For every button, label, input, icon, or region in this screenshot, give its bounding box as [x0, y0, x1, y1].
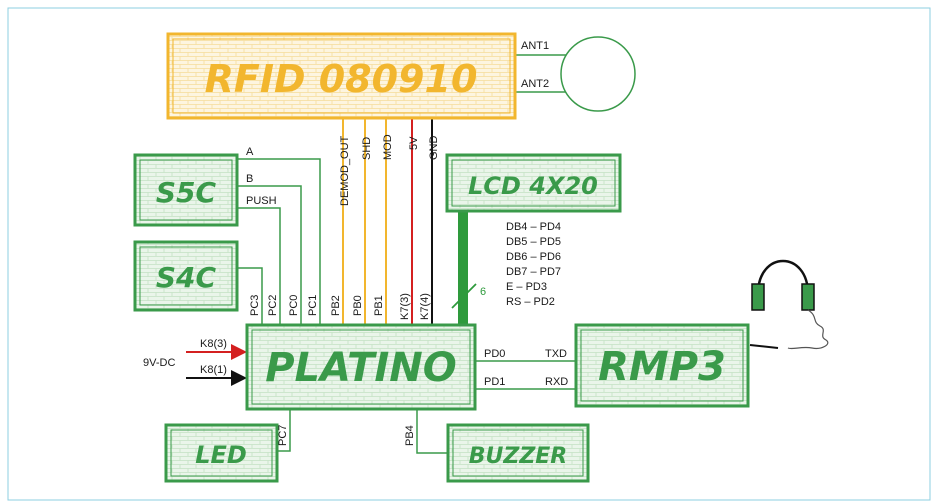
rfid-block: RFID 080910 [166, 32, 517, 120]
buzzer-block: BUZZER [446, 423, 590, 483]
rmp3-title: RMP3 [598, 344, 726, 390]
s5c-block: S5C [133, 153, 239, 227]
signal-mod: MOD [382, 134, 394, 160]
port-pc7: PC7 [277, 425, 289, 446]
signal-gnd: GND [428, 136, 440, 161]
uart-rxd: RXD [545, 376, 568, 388]
signal-shd: SHD [361, 137, 373, 160]
headphones-icon [749, 259, 829, 350]
port-pb2: PB2 [330, 295, 342, 316]
port-pc3: PC3 [249, 295, 261, 316]
outer-border [7, 7, 931, 501]
port-pb4: PB4 [404, 425, 416, 446]
uart-txd: TXD [545, 348, 567, 360]
rfid-title: RFID 080910 [205, 57, 478, 101]
lcd-map-db5: DB5 – PD5 [506, 236, 561, 248]
s5c-signal-push: PUSH [246, 195, 277, 207]
wire-led [277, 409, 291, 452]
buzzer-title: BUZZER [469, 444, 568, 469]
lcd-map-db6: DB6 – PD6 [506, 251, 561, 263]
wire-s5c-a [237, 158, 321, 325]
lcd-map-db7: DB7 – PD7 [506, 266, 561, 278]
lcd-map-rs: RS – PD2 [506, 296, 555, 308]
antenna-loop [560, 36, 636, 112]
led-block: LED [164, 423, 279, 483]
power-k8-1-label: K8(1) [200, 364, 227, 376]
lcd-title: LCD 4X20 [468, 172, 598, 200]
uart-pd0: PD0 [484, 348, 505, 360]
wire-s5c-push [237, 207, 281, 325]
led-title: LED [195, 441, 247, 469]
lcd-bus [458, 210, 468, 326]
platino-title: PLATINO [265, 345, 457, 391]
bus-slash [451, 283, 477, 309]
power-k8-3-label: K8(3) [200, 338, 227, 350]
wire-buzzer [416, 409, 448, 454]
ant2-label: ANT2 [521, 78, 549, 90]
s4c-title: S4C [156, 261, 217, 294]
port-pb1: PB1 [373, 295, 385, 316]
lcd-map-db4: DB4 – PD4 [506, 221, 561, 233]
lcd-map-e: E – PD3 [506, 281, 547, 293]
port-pc0: PC0 [288, 295, 300, 316]
s5c-title: S5C [156, 176, 217, 209]
lcd-block: LCD 4X20 [445, 153, 622, 213]
port-pb0: PB0 [352, 295, 364, 316]
wires [186, 54, 576, 454]
signal-demod-out: DEMOD_OUT [339, 135, 351, 206]
s5c-signal-b: B [246, 173, 253, 185]
port-k7-4: K7(4) [419, 293, 431, 320]
power-9vdc-label: 9V-DC [143, 357, 175, 369]
s5c-signal-a: A [246, 146, 254, 158]
port-pc2: PC2 [267, 295, 279, 316]
ant1-label: ANT1 [521, 40, 549, 52]
platino-block: PLATINO [245, 323, 477, 411]
signal-5v: 5V [408, 136, 420, 150]
uart-pd1: PD1 [484, 376, 505, 388]
rmp3-block: RMP3 [574, 323, 750, 408]
port-pc1: PC1 [307, 295, 319, 316]
wire-s5c-b [237, 185, 302, 325]
wire-s4c [237, 267, 263, 325]
s4c-block: S4C [133, 240, 239, 312]
port-k7-3: K7(3) [399, 293, 411, 320]
bus-width-label: 6 [480, 286, 486, 298]
